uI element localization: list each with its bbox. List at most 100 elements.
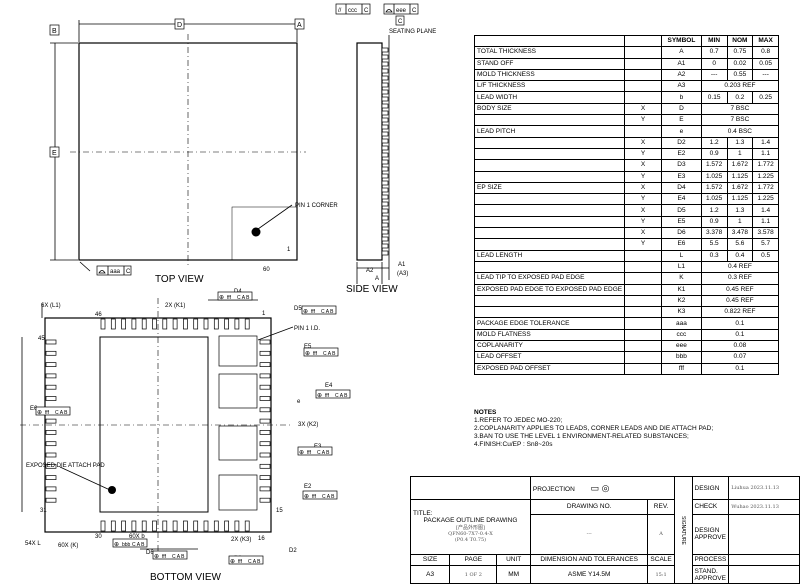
table-cell: 0.1 — [700, 328, 780, 342]
aaa-leader — [79, 261, 91, 272]
table-cell: E5 — [661, 215, 702, 229]
projection-symbol-icon: ▭ ◎ — [590, 482, 610, 493]
datum-a-label: A — [297, 22, 302, 29]
dim-e4-label: E4 — [325, 383, 333, 389]
table-cell: TOTAL THICKNESS — [473, 46, 626, 59]
stand-value — [728, 565, 800, 584]
table-cell: D6 — [661, 227, 702, 240]
design-label: DESIGN — [691, 475, 730, 501]
title-label: TITLE: — [413, 510, 433, 518]
table-cell: E2 — [661, 147, 702, 161]
table-cell: X — [624, 204, 663, 217]
dim-tol-label: DIMENSION AND TOLERANCES — [529, 553, 649, 567]
notes: NOTES 1.REFER TO JEDEC MO-220; 2.COPLANA… — [474, 409, 713, 449]
bottom-lead — [152, 520, 157, 532]
side-lead — [381, 243, 389, 249]
table-cell: 0.203 REF — [700, 80, 780, 93]
eee-datum: C — [412, 8, 417, 14]
bottom-lead — [203, 520, 209, 532]
dim-e-box — [49, 146, 60, 158]
bottom-lead — [259, 441, 271, 447]
ccc-label: ccc — [348, 8, 357, 14]
check-signature: Wuhao 2023.11.13 — [728, 499, 800, 515]
tolerance-datums: C A B — [335, 393, 348, 399]
bottom-lead — [172, 520, 178, 532]
table-cell — [624, 294, 663, 308]
side-lead — [381, 229, 389, 235]
table-cell: e — [661, 125, 702, 138]
table-cell: 0.4 REF — [700, 260, 780, 274]
bottom-lead — [259, 407, 271, 413]
table-cell: 0.15 — [700, 91, 728, 104]
tolerance-frame-box — [303, 347, 339, 357]
bottom-lead — [244, 318, 250, 330]
profile-icon — [98, 270, 106, 274]
table-cell: Y — [624, 147, 663, 161]
side-lead — [381, 61, 389, 67]
table-cell — [473, 136, 626, 149]
bottom-lead — [110, 520, 116, 532]
table-cell: fff — [661, 362, 702, 375]
dim-d6-label: D6 — [146, 550, 154, 556]
table-cell: eee — [661, 340, 702, 353]
note-item: 1.REFER TO JEDEC MO-220; — [474, 417, 563, 424]
dim-k3-label: 2X (K3) — [231, 537, 251, 543]
bottom-lead — [259, 497, 271, 503]
table-cell: 1.572 — [700, 181, 728, 195]
table-cell: BODY SIZE — [473, 102, 626, 116]
side-view-label: SIDE VIEW — [346, 284, 398, 295]
bottom-lead — [141, 520, 147, 532]
bottom-view: 6X (L1) 2X (K1) D4 D5 PIN 1 I.D. E5 E4 e… — [20, 289, 351, 583]
table-cell: E — [661, 114, 702, 127]
side-lead — [381, 236, 389, 242]
tolerance-datums: C A B — [322, 494, 335, 500]
table-cell: 1.225 — [752, 170, 779, 183]
dim-d-label: D — [177, 22, 182, 29]
table-cell: 0.9 — [700, 215, 728, 229]
bottom-lead — [224, 318, 229, 330]
table-cell: 3.478 — [726, 227, 754, 240]
table-cell: 1.225 — [752, 193, 779, 206]
table-cell: STAND OFF — [473, 57, 626, 70]
ccc-datum: C — [364, 8, 369, 14]
tolerance-frame-box — [315, 389, 351, 399]
bottom-pin1-label: 1 — [262, 311, 266, 317]
seating-plane-label: SEATING PLANE — [389, 29, 436, 35]
table-cell: 1.025 — [700, 170, 728, 183]
table-cell: 1.572 — [700, 159, 728, 172]
bottom-lead — [152, 318, 157, 330]
bottom-view-label: BOTTOM VIEW — [150, 572, 221, 583]
pin15-label: 15 — [276, 508, 283, 514]
dim-e-label: E — [52, 150, 57, 157]
side-lead — [381, 159, 389, 165]
side-lead — [381, 208, 389, 214]
dim-d5-label: D5 — [294, 306, 302, 312]
table-cell: 0.3 — [700, 249, 728, 262]
header-max: MAX — [752, 34, 779, 48]
stand-label: STAND.APPROVE — [691, 565, 730, 584]
dimension-table-header: SYMBOL MIN NOM MAX — [473, 34, 779, 48]
table-cell — [624, 249, 663, 262]
datum-a-box — [294, 18, 305, 30]
side-lead — [381, 215, 389, 221]
dim-d2-label: D2 — [289, 548, 297, 554]
side-lead — [381, 89, 389, 95]
bottom-lead — [234, 318, 240, 330]
design-approve-value — [728, 513, 800, 555]
table-cell — [624, 351, 663, 364]
side-lead — [381, 194, 389, 200]
table-cell: 5.5 — [700, 238, 728, 251]
table-cell — [473, 159, 626, 172]
